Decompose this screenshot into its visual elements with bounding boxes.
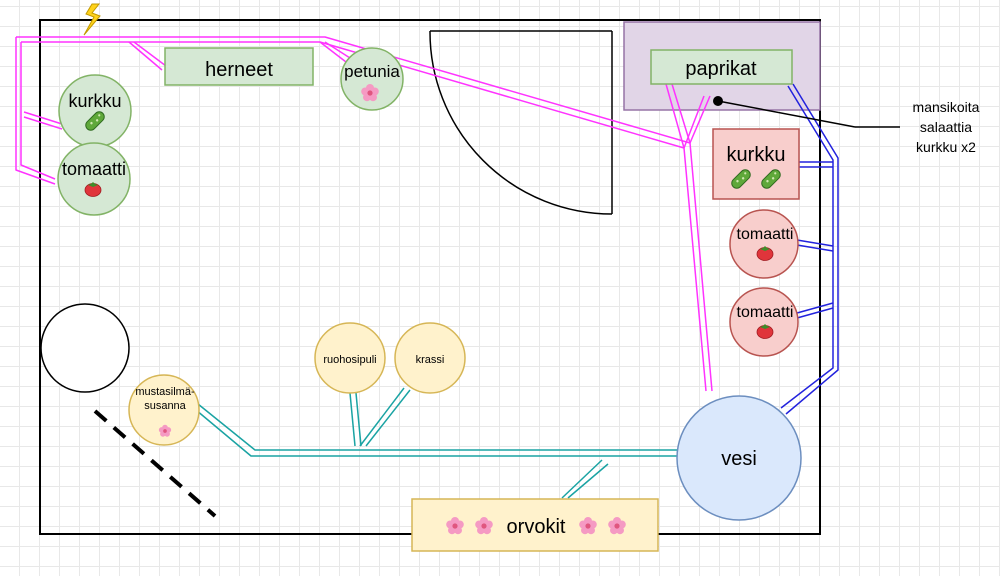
teal-hose: [195, 387, 678, 499]
paprikat-label: paprikat: [685, 58, 757, 80]
krassi-circle: krassi: [394, 322, 466, 394]
mustasilma-label-2: susanna: [144, 400, 186, 412]
tomaatti-left-circle: tomaatti: [57, 142, 131, 216]
tomaatti-right-2-label: tomaatti: [737, 304, 794, 321]
tomaatti-right-1-circle: tomaatti: [729, 209, 799, 279]
door-swing: [429, 30, 613, 215]
annotation-line-3: kurkku x2: [916, 139, 976, 155]
lightning-icon: [83, 3, 101, 36]
dashed-boundary: [93, 409, 217, 518]
empty-circle: [40, 303, 130, 393]
kurkku-right-label: kurkku: [727, 144, 786, 166]
blue-hose: [780, 83, 839, 415]
mustasilma-label-1: mustasilmä-: [135, 386, 195, 398]
tomaatti-left-label: tomaatti: [62, 159, 126, 179]
orvokit-box: orvokit: [411, 498, 659, 552]
herneet-label: herneet: [205, 59, 273, 81]
vesi-circle: vesi: [676, 395, 802, 521]
kurkku-left-label: kurkku: [68, 91, 121, 111]
paprikat-box: paprikat: [650, 49, 793, 85]
annotation-line-2: salaattia: [920, 119, 972, 135]
herneet-box: herneet: [164, 47, 314, 86]
kurkku-left-circle: kurkku: [58, 74, 132, 148]
vesi-label: vesi: [721, 448, 757, 470]
annotation-pointer: [713, 96, 900, 128]
tomaatti-right-2-circle: tomaatti: [729, 287, 799, 357]
mustasilma-susanna-circle: mustasilmä- susanna: [128, 374, 200, 446]
petunia-label: petunia: [344, 62, 400, 81]
ruohosipuli-label: ruohosipuli: [323, 354, 376, 366]
annotation-line-1: mansikoita: [913, 99, 980, 115]
krassi-label: krassi: [416, 354, 445, 366]
tomaatti-right-1-label: tomaatti: [737, 226, 794, 243]
ruohosipuli-circle: ruohosipuli: [314, 322, 386, 394]
orvokit-label: orvokit: [507, 516, 566, 538]
kurkku-right-box: kurkku: [712, 128, 800, 200]
pink-hose: [15, 36, 713, 392]
petunia-circle: petunia: [340, 47, 404, 111]
